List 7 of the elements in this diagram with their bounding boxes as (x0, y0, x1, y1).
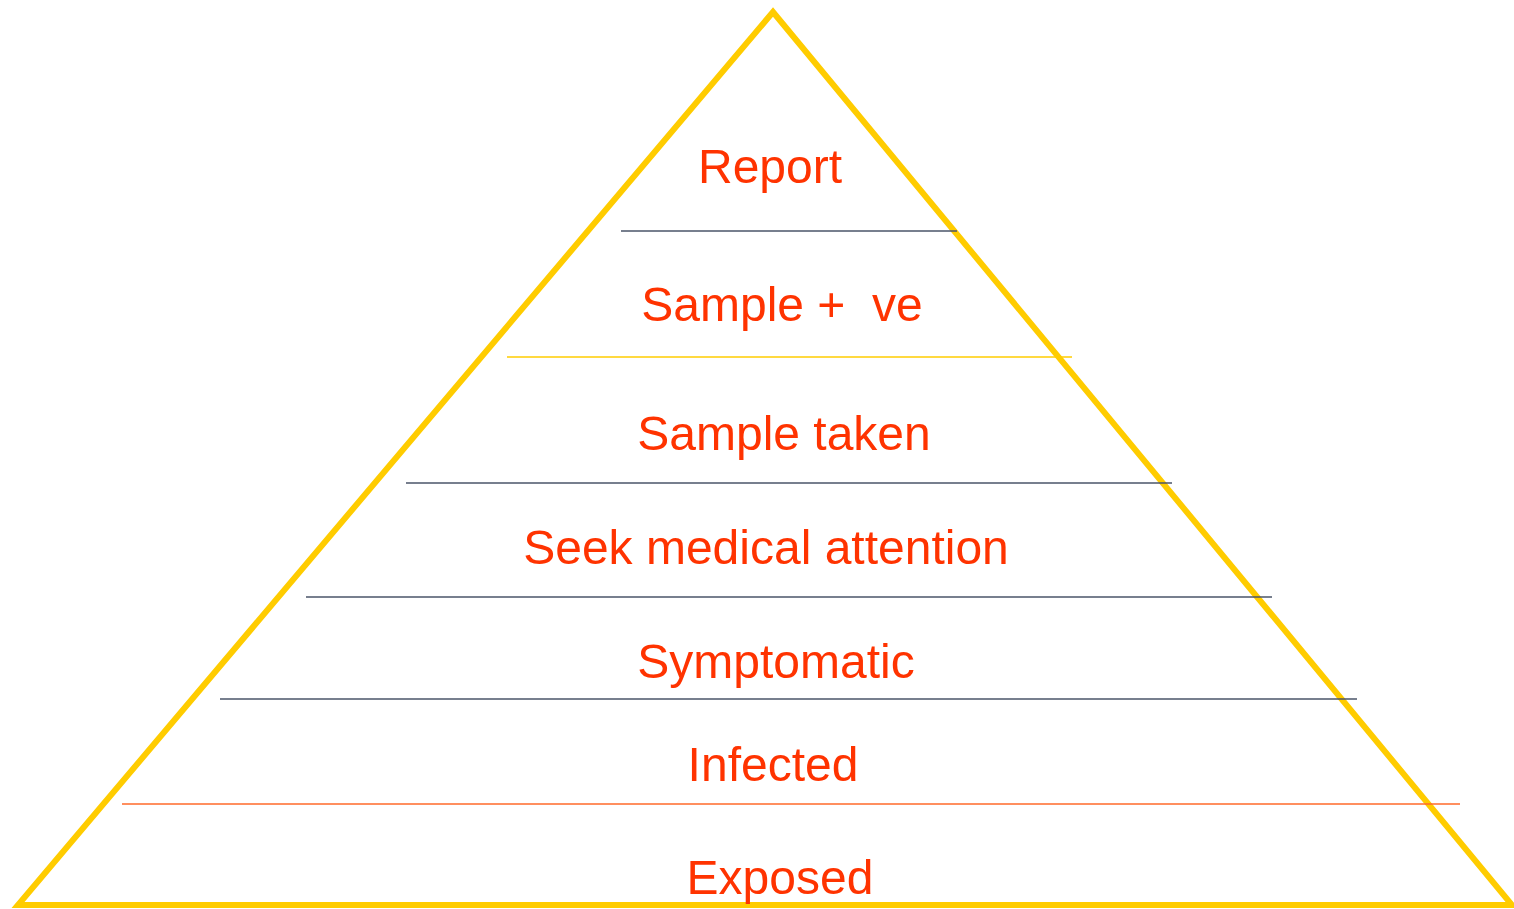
level-label: Seek medical attention (523, 521, 1009, 575)
level-label: Symptomatic (637, 635, 915, 689)
level-label: Sample taken (637, 407, 931, 461)
level-label: Sample + ve (641, 278, 923, 332)
level-label: Report (697, 140, 843, 194)
level-label: Infected (687, 738, 859, 792)
level-label: Exposed (686, 851, 874, 905)
